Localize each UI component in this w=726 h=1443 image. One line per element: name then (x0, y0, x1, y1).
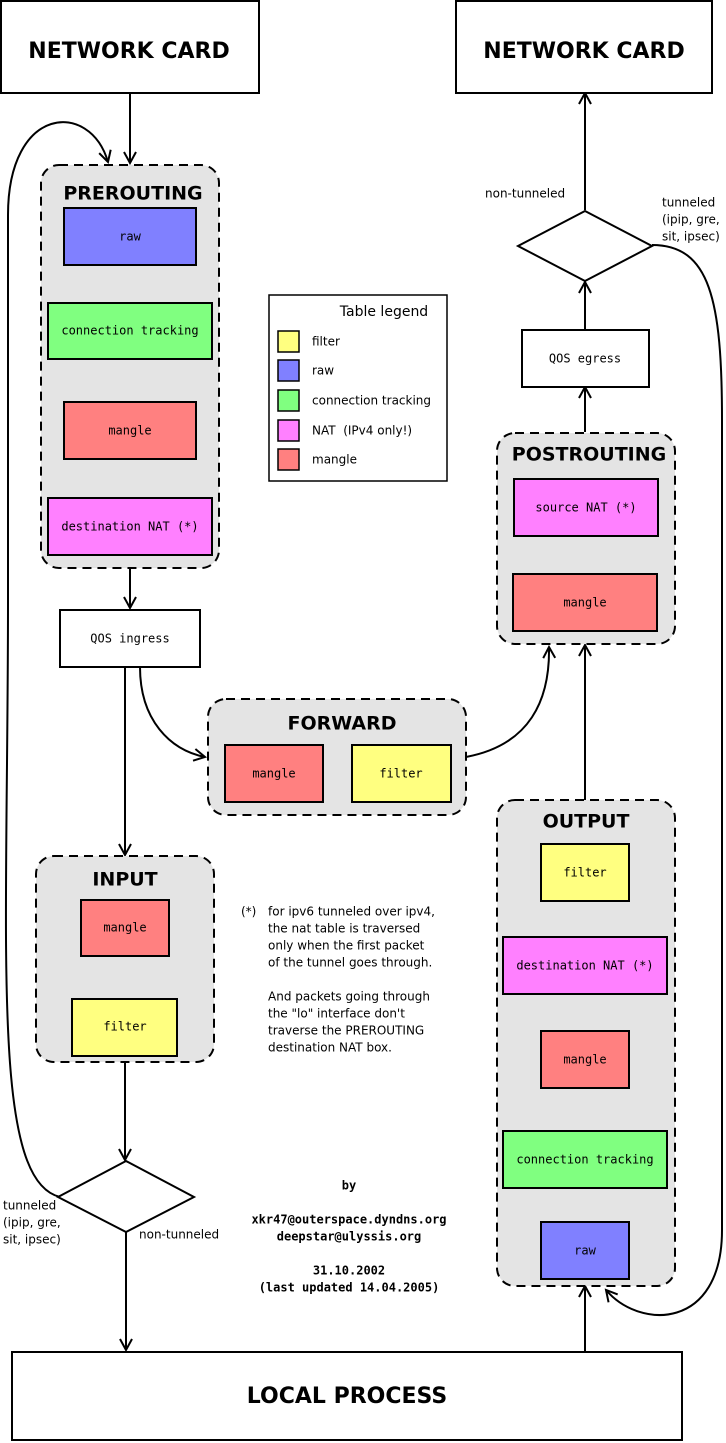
forward-filter-box: filter (351, 744, 452, 803)
credits-date: 31.10.2002 (313, 1264, 385, 1278)
flow-arrows (4, 93, 723, 1351)
output-raw-box: raw (540, 1221, 630, 1280)
legend-item-nat: NAT (IPv4 only!) (277, 419, 412, 442)
output-chain: OUTPUT filter destination NAT (*) mangle… (496, 799, 676, 1287)
legend-item-mangle: mangle (277, 448, 357, 471)
note-marker: (*) (241, 905, 256, 919)
output-mangle-label: mangle (563, 1053, 606, 1067)
input-title: INPUT (92, 869, 157, 891)
prerouting-dnat-box: destination NAT (*) (47, 497, 213, 556)
postrouting-mangle-label: mangle (563, 596, 606, 610)
output-decision-tunneled-line1: tunneled (662, 196, 715, 210)
output-filter-label: filter (563, 866, 606, 880)
prerouting-mangle-label: mangle (108, 424, 151, 438)
qos-ingress-box: QOS ingress (59, 609, 201, 668)
prerouting-conntrack-label: connection tracking (61, 324, 198, 338)
prerouting-title: PREROUTING (63, 183, 202, 205)
postrouting-chain: POSTROUTING source NAT (*) mangle (496, 432, 676, 645)
network-card-out-label: NETWORK CARD (483, 39, 684, 64)
prerouting-dnat-label: destination NAT (*) (61, 520, 198, 534)
input-chain: INPUT mangle filter (35, 855, 215, 1063)
output-dnat-label: destination NAT (*) (516, 959, 653, 973)
note-line-6: And packets going through (268, 990, 430, 1004)
network-card-in: NETWORK CARD (0, 0, 260, 94)
table-legend: Table legend filter raw connection track… (268, 294, 448, 482)
network-card-out: NETWORK CARD (455, 0, 713, 94)
input-decision-tunneled-line3: sit, ipsec) (3, 1233, 61, 1247)
local-process: LOCAL PROCESS (11, 1351, 683, 1441)
postrouting-title: POSTROUTING (512, 444, 666, 466)
input-tunnel-decision: non-tunneled tunneled (ipip, gre, sit, i… (3, 1159, 219, 1247)
qos-ingress-label: QOS ingress (90, 632, 169, 646)
note-line-7: the "lo" interface don't (268, 1007, 405, 1021)
credits: by xkr47@outerspace.dyndns.org deepstar@… (251, 1179, 446, 1295)
note-line-4: of the tunnel goes through. (268, 956, 432, 970)
legend-item-filter-label: filter (312, 335, 340, 349)
credits-author-2: deepstar@ulyssis.org (277, 1230, 422, 1244)
arrow-tunneled-loop-to-output (606, 244, 723, 1316)
arrow-qos-to-forward (139, 666, 205, 757)
legend-item-mangle-label: mangle (312, 453, 357, 467)
postrouting-snat-label: source NAT (*) (535, 501, 636, 515)
output-conntrack-box: connection tracking (502, 1130, 668, 1189)
legend-item-filter: filter (277, 330, 340, 353)
input-decision-tunneled-line2: (ipip, gre, (3, 1216, 61, 1230)
credits-updated: (last updated 14.04.2005) (259, 1281, 440, 1295)
output-decision-tunneled-line2: (ipip, gre, (662, 213, 720, 227)
legend-item-conntrack: connection tracking (277, 389, 431, 412)
legend-item-nat-label: NAT (IPv4 only!) (312, 424, 412, 438)
forward-filter-label: filter (379, 767, 422, 781)
output-decision-tunneled-line3: sit, ipsec) (662, 230, 720, 244)
forward-title: FORWARD (288, 713, 397, 735)
legend-title: Table legend (339, 304, 428, 320)
forward-chain: FORWARD mangle filter (207, 698, 467, 816)
prerouting-raw-box: raw (63, 207, 197, 266)
output-decision-non-tunneled: non-tunneled (485, 187, 565, 201)
qos-egress-box: QOS egress (521, 329, 650, 388)
note-line-9: destination NAT box. (268, 1041, 392, 1055)
postrouting-mangle-box: mangle (512, 573, 658, 632)
note-line-8: traverse the PREROUTING (268, 1024, 424, 1038)
credits-author-1: xkr47@outerspace.dyndns.org (251, 1213, 446, 1227)
prerouting-raw-label: raw (119, 230, 141, 244)
legend-item-raw-label: raw (312, 364, 334, 378)
forward-mangle-box: mangle (224, 744, 324, 803)
note-line-3: only when the first packet (268, 939, 425, 953)
input-mangle-box: mangle (80, 899, 170, 957)
forward-mangle-label: mangle (252, 767, 295, 781)
prerouting-conntrack-box: connection tracking (47, 302, 213, 360)
tunnel-note: (*) for ipv6 tunneled over ipv4, the nat… (241, 905, 435, 1055)
output-raw-label: raw (574, 1244, 596, 1258)
local-process-label: LOCAL PROCESS (247, 1384, 447, 1409)
output-dnat-box: destination NAT (*) (502, 936, 668, 995)
legend-item-raw: raw (277, 359, 334, 382)
output-conntrack-label: connection tracking (516, 1153, 653, 1167)
input-filter-label: filter (103, 1020, 146, 1034)
credits-by: by (342, 1179, 356, 1193)
output-mangle-box: mangle (540, 1030, 630, 1089)
input-decision-non-tunneled: non-tunneled (139, 1228, 219, 1242)
note-line-2: the nat table is traversed (268, 922, 420, 936)
qos-egress-label: QOS egress (549, 352, 621, 366)
output-filter-box: filter (540, 843, 630, 902)
output-tunnel-decision: non-tunneled tunneled (ipip, gre, sit, i… (485, 187, 720, 283)
input-mangle-label: mangle (103, 921, 146, 935)
note-line-1: for ipv6 tunneled over ipv4, (268, 905, 435, 919)
arrow-tunneled-loop-to-prerouting (4, 121, 108, 1198)
input-decision-tunneled-line1: tunneled (3, 1199, 56, 1213)
arrow-forward-to-postrouting (465, 647, 549, 758)
network-card-in-label: NETWORK CARD (28, 39, 229, 64)
prerouting-chain: PREROUTING raw connection tracking mangl… (40, 164, 220, 569)
legend-item-conntrack-label: connection tracking (312, 394, 431, 408)
postrouting-snat-box: source NAT (*) (513, 478, 659, 537)
input-filter-box: filter (71, 998, 178, 1057)
prerouting-mangle-box: mangle (63, 401, 197, 460)
output-title: OUTPUT (543, 811, 630, 833)
